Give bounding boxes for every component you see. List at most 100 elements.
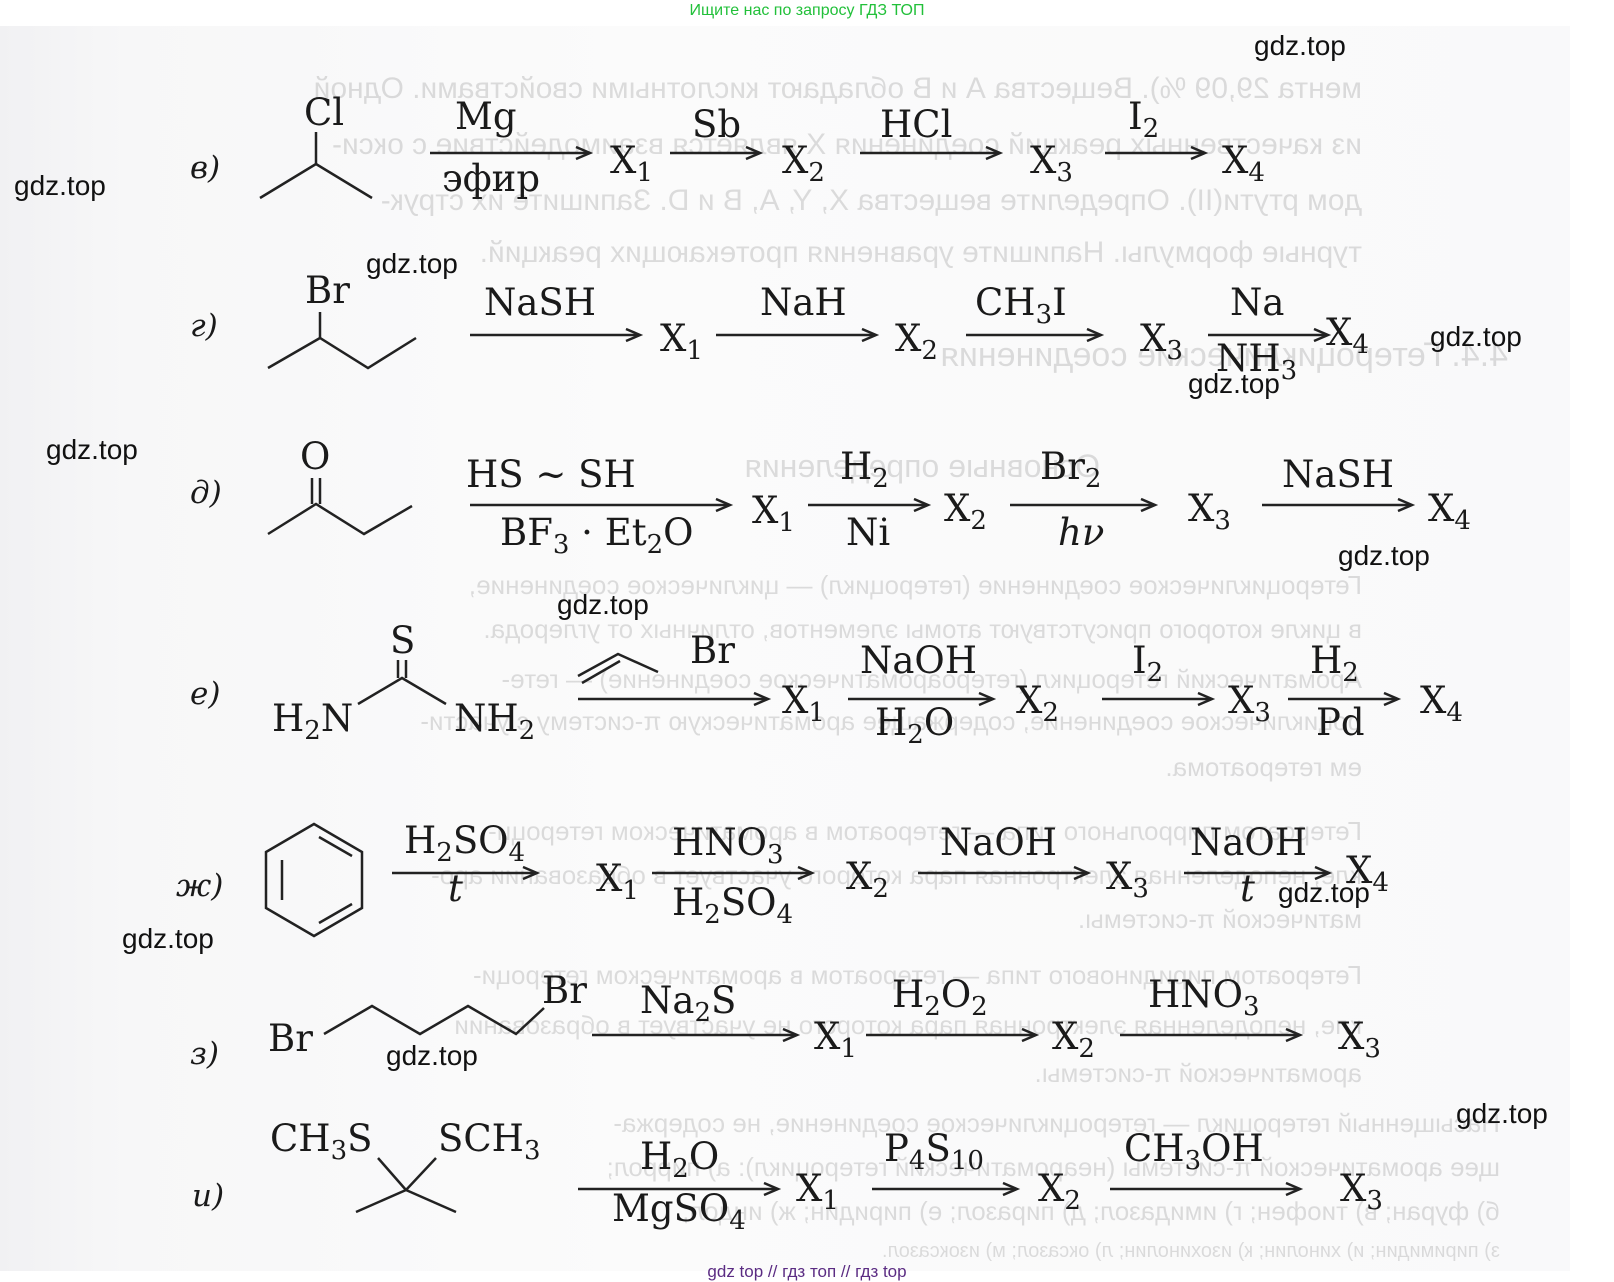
scanned-page-background (0, 26, 1570, 1271)
reaction-arrow (1010, 497, 1159, 513)
reagent-above: Na (1230, 281, 1285, 324)
reagent-below: эфир (442, 157, 541, 200)
bleed-through-line: Насыщенный гетероцикл — гетероциклическо… (613, 1108, 1500, 1138)
product-x4: X4 (1346, 849, 1389, 898)
reagent-above: HS ~ SH (466, 453, 636, 496)
reagent-below: H2O (875, 701, 955, 750)
reagent-above: CH3I (975, 281, 1067, 330)
intermediate-x2: X2 (895, 317, 938, 366)
reaction-arrow (652, 865, 816, 881)
reagent-above: NaH (760, 281, 847, 324)
reagent-above: Br2 (1040, 445, 1102, 494)
intermediate-x2: X2 (1038, 1167, 1081, 1216)
reagent-above: NaOH (1190, 821, 1308, 864)
reagent-above: H2 (1310, 639, 1359, 688)
reaction-label: е) (190, 676, 221, 712)
reaction-arrow (592, 1027, 801, 1043)
intermediate-x1: X1 (796, 1167, 839, 1216)
bleed-through-line: ем гетероатома. (1165, 752, 1362, 782)
substituent-methylthio: CH3S (270, 1117, 373, 1166)
reaction-label: в) (190, 150, 221, 186)
reaction-arrow (470, 327, 644, 343)
reagent-above: HCl (880, 103, 953, 146)
reagent-above: H2SO4 (404, 819, 526, 868)
reagent-above: I2 (1128, 95, 1160, 144)
reaction-arrow (1208, 327, 1332, 343)
substituent-chlorine: Cl (304, 91, 345, 134)
watermark: gdz.top (557, 589, 649, 620)
reagent-above: Sb (692, 103, 742, 146)
reagent-above: HNO3 (672, 821, 784, 870)
reagent-above: I2 (1132, 639, 1164, 688)
intermediate-x2: X2 (1052, 1015, 1095, 1064)
reaction-arrow (860, 145, 1004, 161)
bleed-through-line: турные формулы. Напишите уравнения проте… (479, 236, 1362, 269)
reaction-arrow (430, 145, 594, 161)
substituent-methylthio: SCH3 (438, 1117, 541, 1166)
substituent-amine: H2N (272, 697, 354, 746)
reagent-below: MgSO4 (612, 1187, 746, 1236)
reaction-arrow (392, 865, 541, 881)
watermark: gdz.top (1430, 321, 1522, 352)
reagent-below: H2SO4 (672, 881, 794, 930)
reaction-arrow (1120, 1027, 1304, 1043)
sec-butyl-skeleton (267, 312, 417, 370)
watermark: gdz.top (14, 170, 106, 201)
reagent-below: t (448, 867, 463, 910)
reaction-arrow (470, 497, 734, 513)
intermediate-x3: X3 (1228, 679, 1271, 728)
intermediate-x1: X1 (752, 489, 795, 538)
reaction-arrow (872, 1181, 1021, 1197)
reagent-above: NaSH (484, 281, 597, 324)
watermark: gdz.top (46, 434, 138, 465)
reagent-above: P4S10 (884, 1127, 984, 1176)
substituent-bromine: Br (268, 1017, 313, 1060)
intermediate-x1: X1 (660, 317, 703, 366)
watermark: gdz.top (1456, 1098, 1548, 1129)
reaction-arrow (918, 865, 1092, 881)
reagent-above: HNO3 (1148, 973, 1260, 1022)
reaction-label: ж) (176, 868, 224, 904)
watermark: gdz.top (366, 248, 458, 279)
intermediate-x3: X3 (1140, 317, 1183, 366)
watermark: gdz.top (122, 923, 214, 954)
butanone-skeleton (267, 478, 413, 536)
reagent-below: BF3 · Et2O (500, 511, 694, 560)
reaction-label: и) (192, 1178, 225, 1214)
benzene-ring (264, 822, 364, 938)
intermediate-x3: X3 (1106, 855, 1149, 904)
watermark: gdz.top (1188, 368, 1280, 399)
reaction-arrow (716, 327, 880, 343)
reaction-arrow (966, 327, 1105, 343)
reagent-above: H2O2 (892, 973, 988, 1022)
watermark: gdz.top (386, 1040, 478, 1071)
reagent-above: Mg (455, 95, 517, 138)
reaction-arrow (578, 1181, 782, 1197)
reaction-arrow (866, 1027, 1040, 1043)
reaction-label: г) (190, 308, 218, 344)
quaternary-carbon-skeleton (355, 1157, 457, 1214)
top-banner: Ищите нас по запросу ГДЗ ТОП (689, 2, 925, 19)
reaction-arrow (848, 691, 997, 707)
reaction-label: з) (190, 1036, 220, 1072)
substituent-bromine: Br (542, 969, 587, 1012)
intermediate-x1: X1 (610, 139, 653, 188)
reaction-arrow (1262, 497, 1416, 513)
product-x4: X4 (1222, 139, 1265, 188)
product-x4: X4 (1326, 311, 1369, 360)
watermark: gdz.top (1278, 877, 1370, 908)
substituent-oxygen: O (300, 435, 331, 478)
reagent-below: NH3 (1216, 337, 1298, 386)
reaction-label: д) (190, 475, 222, 511)
reagent-above: NaOH (860, 639, 978, 682)
reagent-above: Na2S (640, 979, 737, 1028)
bottom-banner: gdz top // гдз топ // гдз top (707, 1262, 907, 1281)
intermediate-x1: X1 (596, 857, 639, 906)
reagent-below: t (1240, 867, 1255, 910)
reaction-arrow (808, 497, 932, 513)
intermediate-x2: X2 (944, 487, 987, 536)
thiourea-skeleton (357, 660, 447, 706)
reagent-above: NaSH (1282, 453, 1395, 496)
reagent-below: Pd (1316, 701, 1365, 744)
